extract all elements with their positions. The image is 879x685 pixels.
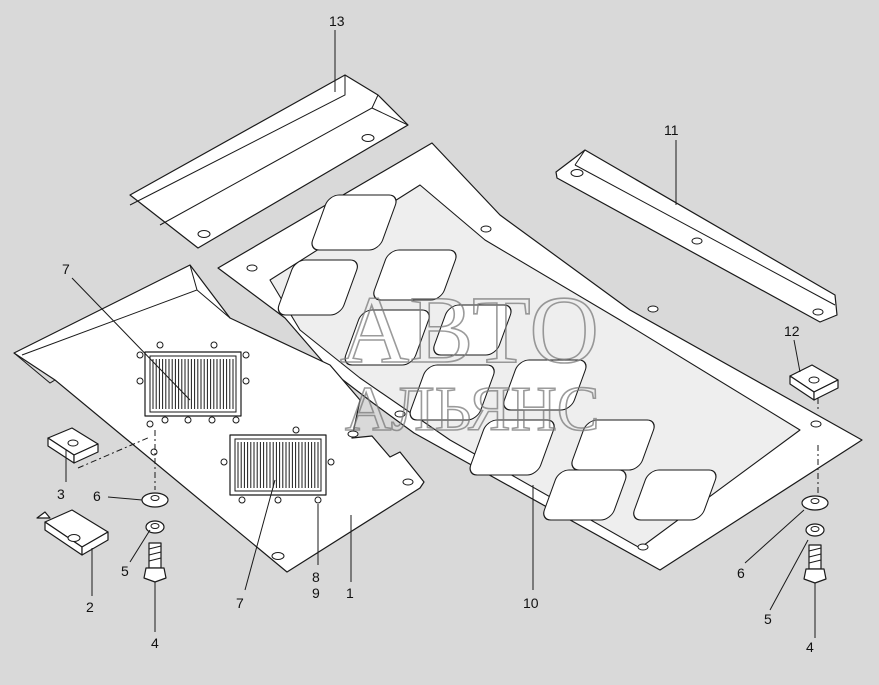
skid-plate-pockets [277,194,717,521]
callout-4-right: 4 [806,639,814,655]
callout-8: 8 [312,569,320,585]
part-10-skid-plate [217,142,863,571]
callout-5-left: 5 [121,563,129,579]
callout-11: 11 [664,122,679,138]
callout-10: 10 [523,595,539,611]
watermark-logo: АВТО АЛЬЯНС [339,275,600,445]
callout-13: 13 [329,13,345,29]
part-13-angle-bracket [129,74,409,249]
part-12-clamp-plate [789,364,839,401]
fastener-stack-right [801,445,829,584]
part-7-grille-upper [136,341,250,424]
callout-12: 12 [784,323,800,339]
callout-9: 9 [312,585,320,601]
callout-1: 1 [346,585,354,601]
watermark-line1: АВТО [340,276,599,383]
callout-3: 3 [57,486,65,502]
callout-7-top: 7 [62,261,70,277]
callout-5-right: 5 [764,611,772,627]
callout-7-bottom: 7 [236,595,244,611]
part-2-clamp-plate [36,509,109,556]
callout-6-right: 6 [737,565,745,581]
watermark-line2: АЛЬЯНС [345,373,600,444]
callout-6-left: 6 [93,488,101,504]
callout-labels: 13 11 7 12 3 6 5 2 4 7 8 9 1 10 6 5 4 [57,13,814,655]
callout-2: 2 [86,599,94,615]
callout-4-left: 4 [151,635,159,651]
fastener-stack-left [141,430,169,583]
part-3-clamp-plate [47,427,99,464]
grille-upper-holes [136,341,250,424]
leader-lines [65,30,816,638]
part-7-grille-lower [146,420,335,504]
part-11-angle-bracket [555,149,838,323]
